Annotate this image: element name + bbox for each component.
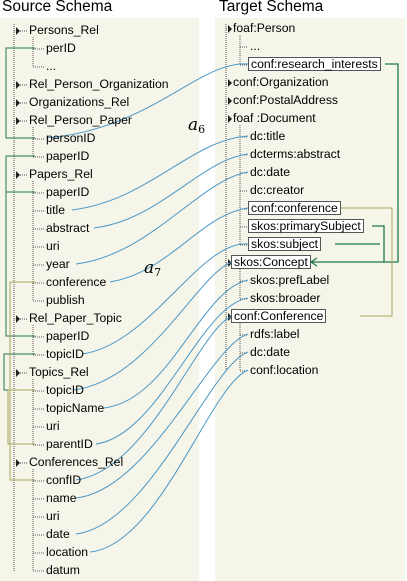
target-node-dc-creator: dc:creator: [250, 183, 305, 197]
target-node-skos-subject: skos:subject: [248, 237, 322, 251]
source-node-perid: perID: [46, 41, 76, 55]
source-node-abstract: abstract: [46, 221, 90, 235]
source-node-topicid: topicID: [46, 347, 84, 361]
target-node-dcterms-abstract: dcterms:abstract: [250, 147, 341, 161]
source-node-date: date: [46, 527, 70, 541]
source-node-persons-rel: Persons_Rel: [29, 23, 99, 37]
source-node-uri: uri: [46, 239, 60, 253]
source-node-uri: uri: [46, 419, 60, 433]
target-node-skos-broader: skos:broader: [250, 291, 321, 305]
target-node-conf-organization: conf:Organization: [233, 75, 329, 89]
source-schema-header: Source Schema: [2, 0, 113, 15]
source-node-rel-person-paper: Rel_Person_Paper: [29, 113, 132, 127]
source-node-papers-rel: Papers_Rel: [29, 167, 93, 181]
source-node-datum: datum: [46, 563, 80, 577]
target-schema-header: Target Schema: [219, 0, 324, 15]
target-node-foaf-person: foaf:Person: [233, 21, 296, 35]
target-node-conf-postaladdress: conf:PostalAddress: [233, 93, 339, 107]
source-node-publish: publish: [46, 293, 85, 307]
source-node-paperid: paperID: [46, 149, 90, 163]
source-node-conferences-rel: Conferences_Rel: [29, 455, 124, 469]
target-node-conf-research-interests: conf:research_interests: [248, 57, 381, 71]
source-node-conference: conference: [46, 275, 107, 289]
target-node-dc-title: dc:title: [250, 129, 286, 143]
source-node-uri: uri: [46, 509, 60, 523]
target-node-foaf-document: foaf :Document: [233, 111, 316, 125]
target-node-dc-date: dc:date: [250, 165, 290, 179]
source-node-name: name: [46, 491, 77, 505]
source-node-rel-paper-topic: Rel_Paper_Topic: [29, 311, 122, 325]
source-node-year: year: [46, 257, 70, 271]
target-node-dc-date: dc:date: [250, 345, 290, 359]
source-node-topicid: topicID: [46, 383, 84, 397]
source-node-paperid: paperID: [46, 185, 90, 199]
target-node-skos-primarysubject: skos:primarySubject: [248, 219, 364, 233]
annotation-a6: a6: [188, 115, 206, 136]
target-node-conf-conference: conf:Conference: [231, 309, 327, 323]
target-node-rdfs-label: rdfs:label: [250, 327, 300, 341]
source-node-topics-rel: Topics_Rel: [29, 365, 89, 379]
target-node-skos-preflabel: skos:prefLabel: [250, 273, 330, 287]
target-node-skos-concept: skos:Concept: [231, 255, 311, 269]
source-node-parentid: parentID: [46, 437, 93, 451]
source-node-location: location: [46, 545, 89, 559]
target-node-: ...: [250, 39, 261, 53]
source-node-: ...: [46, 59, 57, 73]
source-node-personid: personID: [46, 131, 96, 145]
source-node-organizations-rel: Organizations_Rel: [29, 95, 130, 109]
source-node-topicname: topicName: [46, 401, 105, 415]
source-node-rel-person-organization: Rel_Person_Organization: [29, 77, 169, 91]
target-node-conf-conference: conf:conference: [248, 201, 341, 215]
source-node-paperid: paperID: [46, 329, 90, 343]
annotation-a7: a7: [144, 258, 162, 279]
source-node-confid: confID: [46, 473, 82, 487]
target-node-conf-location: conf:location: [250, 363, 319, 377]
source-node-title: title: [46, 203, 65, 217]
